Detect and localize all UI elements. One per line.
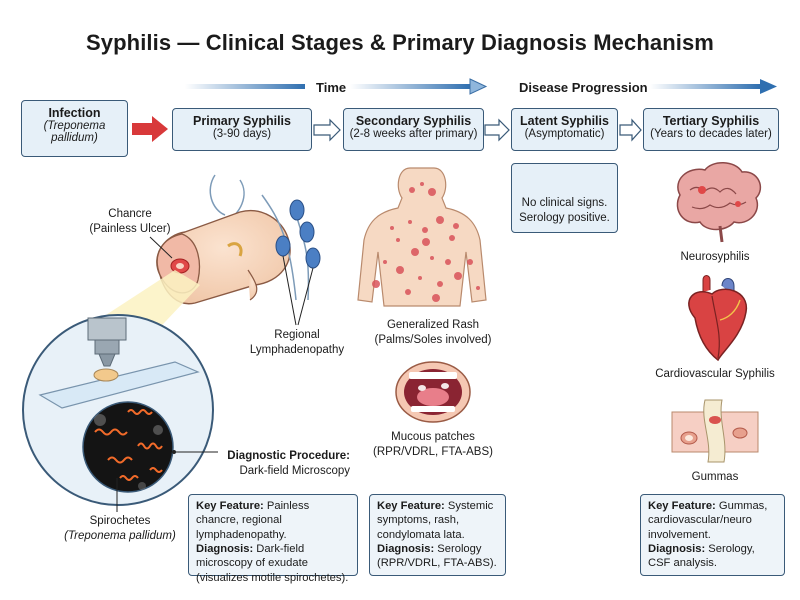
procedure-heading: Diagnostic Procedure: <box>227 450 350 462</box>
rash-spot <box>445 259 451 265</box>
latent-line2: Serology positive. <box>519 211 610 224</box>
neurosyphilis-label: Neurosyphilis <box>680 251 750 263</box>
stage-latent: Latent Syphilis (Asymptomatic) <box>511 108 618 151</box>
diagnosis-text: Serology (RPR/VDRL, FTA-ABS). <box>377 542 497 570</box>
spirochetes <box>94 409 163 481</box>
lymph-nodes <box>261 194 321 326</box>
progression-arrow <box>650 79 777 94</box>
gummas-label: Gummas <box>691 471 739 483</box>
infection-organism-line1: (Treponema <box>43 120 106 132</box>
stage-secondary: Secondary Syphilis (2-8 weeks after prim… <box>343 108 484 151</box>
stage-sub: (Years to decades later) <box>650 128 772 140</box>
heart-icon <box>688 275 747 362</box>
key-feature-text: Painless chancre, regional lymphadenopat… <box>196 500 310 541</box>
diagnosis-label: Diagnosis: <box>377 542 435 555</box>
rash-spot <box>420 182 424 186</box>
mucous-label-line1: Mucous patches <box>391 431 475 443</box>
stage-tertiary: Tertiary Syphilis (Years to decades late… <box>643 108 779 151</box>
rash-spot <box>408 220 412 224</box>
rash-spot <box>390 226 394 230</box>
rash-spot <box>409 187 415 193</box>
rash-spot <box>383 260 387 264</box>
primary-key-box: Key Feature: Painless chancre, regional … <box>188 494 358 584</box>
stage-name: Tertiary Syphilis <box>662 114 760 128</box>
torso-icon <box>357 167 487 307</box>
diagnosis-label: Diagnosis: <box>196 542 254 555</box>
chancre-label-line2: (Painless Ulcer) <box>89 222 171 235</box>
infection-organism-line2: pallidum) <box>51 132 98 144</box>
stage-name: Secondary Syphilis <box>355 114 472 128</box>
rash-spot <box>405 289 411 295</box>
spirochete-label-line2: (Treponema pallidum) <box>64 529 176 542</box>
stage-name: Primary Syphilis <box>193 114 291 128</box>
rash-spot <box>418 276 422 280</box>
gumma-icon <box>671 399 759 463</box>
latent-line1: No clinical signs. <box>521 197 608 209</box>
procedure-label: Diagnostic Procedure: Dark-field Microsc… <box>212 449 350 479</box>
cardio-label: Cardiovascular Syphilis <box>655 368 775 380</box>
chancre-label-line1: Chancre <box>108 208 152 220</box>
time-axis-label: Time <box>316 80 347 95</box>
rash-spot <box>396 238 400 242</box>
diagnosis-label: Diagnosis: <box>648 542 706 555</box>
diagnosis-text: Dark-field microscopy of exudate (visual… <box>196 542 349 584</box>
spirochete-label: Spirochetes (Treponema pallidum) <box>40 514 200 544</box>
spirochete-label-line1: Spirochetes <box>89 515 151 527</box>
infection-arrow <box>132 116 168 142</box>
stage-primary: Primary Syphilis (3-90 days) <box>172 108 312 151</box>
debris <box>94 414 163 490</box>
mucous-label-line2: (RPR/VDRL, FTA-ABS) <box>373 445 493 458</box>
infection-box: Infection (Treponema pallidum) <box>21 100 128 157</box>
page-title: Syphilis — Clinical Stages & Primary Dia… <box>86 30 714 55</box>
stage-arrows <box>313 118 642 142</box>
key-feature-label: Key Feature: <box>377 500 445 512</box>
mucous-label: Mucous patches (RPR/VDRL, FTA-ABS) <box>360 430 506 460</box>
rash-spot <box>449 235 455 241</box>
key-feature-text: Systemic symptoms, rash, condylomata lat… <box>377 500 494 541</box>
brain-icon <box>676 162 762 243</box>
mouth-icon <box>395 361 471 423</box>
rash-spot <box>432 294 440 302</box>
lymph-label-line1: Regional <box>274 329 320 341</box>
procedure-value: Dark-field Microscopy <box>239 464 350 477</box>
rash-spot <box>411 248 419 256</box>
rash-spot <box>428 188 436 196</box>
rash-spot <box>467 259 473 265</box>
rash-spot <box>454 272 462 280</box>
rash-label-line2: (Palms/Soles involved) <box>374 333 492 346</box>
time-arrow <box>185 78 488 95</box>
rash-label: Generalized Rash (Palms/Soles involved) <box>360 318 506 348</box>
rash-spot <box>396 266 404 274</box>
key-feature-label: Key Feature: <box>648 500 716 512</box>
rash-spot <box>476 286 480 290</box>
rash-spots <box>372 182 480 302</box>
diagnosis-text: Serology, CSF analysis. <box>648 542 755 570</box>
rash-spot <box>436 216 444 224</box>
chancre-label: Chancre (Painless Ulcer) <box>75 207 185 237</box>
rash-spot <box>437 281 443 287</box>
rash-spot <box>422 238 430 246</box>
tertiary-key-box: Key Feature: Gummas, cardiovascular/neur… <box>640 494 785 576</box>
rash-label-line1: Generalized Rash <box>386 319 480 331</box>
lymph-label-line2: Lymphadenopathy <box>249 343 345 356</box>
key-feature-text: Gummas, cardiovascular/neuro involvement… <box>648 500 768 541</box>
infection-title: Infection <box>48 106 101 120</box>
stage-name: Latent Syphilis <box>520 114 609 128</box>
stage-sub: (Asymptomatic) <box>524 128 605 140</box>
stage-sub: (3-90 days) <box>212 128 272 140</box>
rash-spot <box>430 256 434 260</box>
rash-spot <box>372 280 380 288</box>
key-feature-label: Key Feature: <box>196 500 264 512</box>
rash-spot <box>422 227 428 233</box>
pointer-dot <box>172 450 176 454</box>
secondary-key-box: Key Feature: Systemic symptoms, rash, co… <box>369 494 506 576</box>
progression-axis-label: Disease Progression <box>519 80 648 95</box>
lymph-label: Regional Lymphadenopathy <box>232 328 362 358</box>
microscope-icon <box>22 314 214 506</box>
stage-sub: (2-8 weeks after primary) <box>349 128 478 140</box>
latent-info-box: No clinical signs. Serology positive. <box>511 163 618 233</box>
rash-spot <box>453 223 459 229</box>
